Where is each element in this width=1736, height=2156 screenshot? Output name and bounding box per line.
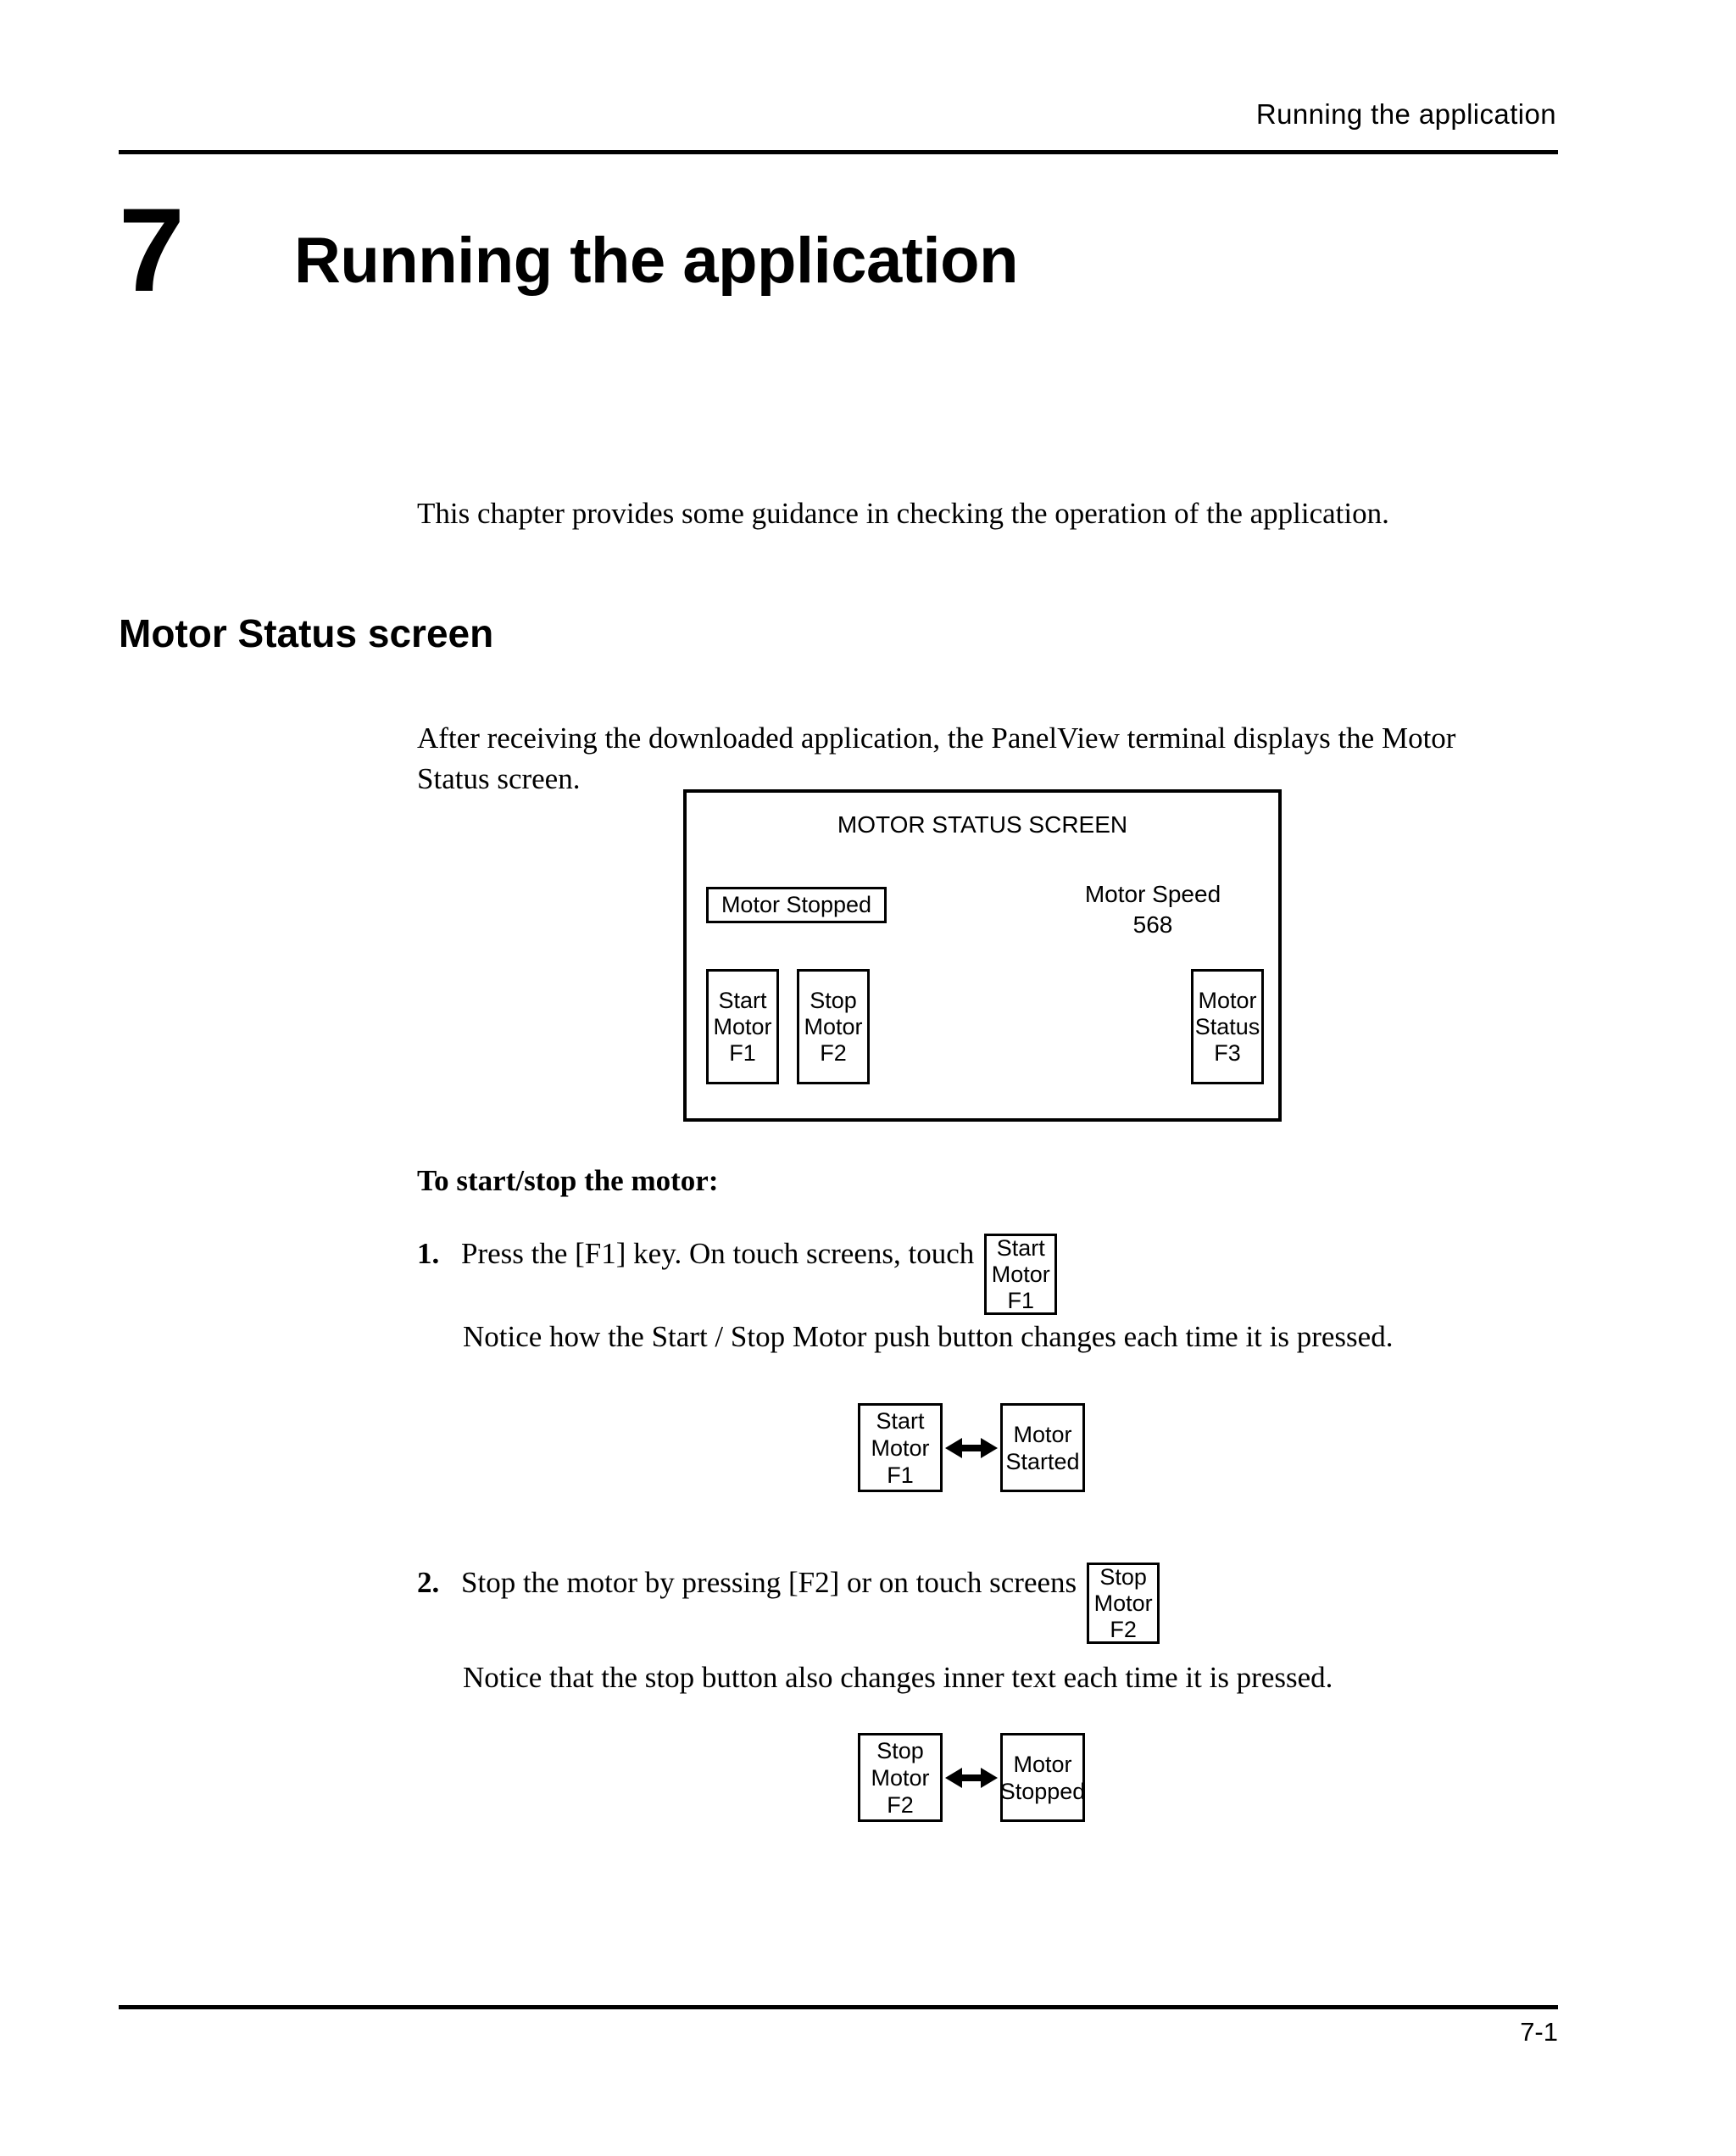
toggle-box-start-motor-f1-line1: Start xyxy=(876,1407,925,1434)
chapter-heading: 7 Running the application xyxy=(119,191,1560,318)
double-headed-arrow-icon xyxy=(943,1435,1000,1461)
procedure-step-1: 1. Press the [F1] key. On touch screens,… xyxy=(417,1234,1058,1315)
section-heading-motor-status-screen: Motor Status screen xyxy=(119,611,494,656)
toggle-box-stop-motor-f2-line2: Motor xyxy=(871,1764,930,1791)
chapter-intro-paragraph: This chapter provides some guidance in c… xyxy=(417,497,1389,530)
toggle-box-motor-started: Motor Started xyxy=(1000,1403,1085,1492)
inline-key-stop-motor-f2-line1: Stop xyxy=(1099,1563,1147,1590)
panel-button-stop-motor-line2: Motor xyxy=(804,1013,863,1039)
running-head-text: Running the application xyxy=(1255,98,1556,130)
footer-divider xyxy=(119,2005,1558,2009)
double-headed-arrow-icon xyxy=(943,1765,1000,1791)
motor-speed-readout: Motor Speed 568 xyxy=(1051,879,1255,940)
chapter-number: 7 xyxy=(119,183,185,316)
inline-key-start-motor-f1-line2: Motor xyxy=(991,1261,1050,1287)
panel-button-start-motor-line3: F1 xyxy=(729,1039,756,1066)
panel-button-stop-motor-line1: Stop xyxy=(810,987,857,1013)
procedure-step-1-number: 1. xyxy=(417,1237,440,1270)
toggle-box-motor-started-line2: Started xyxy=(1005,1448,1080,1474)
toggle-box-start-motor-f1-line3: F1 xyxy=(887,1462,914,1488)
inline-key-stop-motor-f2-line3: F2 xyxy=(1110,1616,1137,1642)
panel-button-motor-status-line1: Motor xyxy=(1198,987,1257,1013)
panel-button-motor-status-line2: Status xyxy=(1194,1013,1260,1039)
motor-status-indicator: Motor Stopped xyxy=(706,887,887,923)
procedure-step-2-note: Notice that the stop button also changes… xyxy=(463,1661,1333,1694)
motor-status-screen-figure: MOTOR STATUS SCREEN Motor Stopped Motor … xyxy=(683,789,1282,1122)
inline-key-start-motor-f1-line3: F1 xyxy=(1007,1287,1034,1313)
procedure-heading: To start/stop the motor: xyxy=(417,1164,719,1197)
panel-screen-title: MOTOR STATUS SCREEN xyxy=(837,811,1128,838)
section-paragraph: After receiving the downloaded applicati… xyxy=(417,721,1456,795)
motor-status-indicator-label: Motor Stopped xyxy=(721,892,872,917)
panel-button-motor-status[interactable]: Motor Status F3 xyxy=(1191,969,1264,1084)
motor-speed-value: 568 xyxy=(1132,911,1173,938)
inline-key-stop-motor-f2-line2: Motor xyxy=(1093,1590,1153,1616)
toggle-box-stop-motor-f2-line3: F2 xyxy=(887,1791,914,1818)
inline-key-start-motor-f1[interactable]: Start Motor F1 xyxy=(984,1234,1058,1315)
chapter-title: Running the application xyxy=(294,225,1019,297)
panel-button-stop-motor[interactable]: Stop Motor F2 xyxy=(797,969,870,1084)
inline-key-stop-motor-f2[interactable]: Stop Motor F2 xyxy=(1087,1563,1160,1644)
toggle-box-stop-motor-f2-line1: Stop xyxy=(876,1737,924,1763)
toggle-box-motor-stopped-line2: Stopped xyxy=(999,1778,1086,1804)
page-header: Running the application xyxy=(119,100,1556,128)
page-number: 7-1 xyxy=(1520,2017,1558,2047)
toggle-box-start-motor-f1-line2: Motor xyxy=(871,1435,930,1461)
start-motor-toggle-diagram: Start Motor F1 Motor Started xyxy=(858,1403,1085,1492)
panel-button-motor-status-line3: F3 xyxy=(1214,1039,1241,1066)
panel-button-start-motor[interactable]: Start Motor F1 xyxy=(706,969,779,1084)
toggle-box-start-motor-f1: Start Motor F1 xyxy=(858,1403,943,1492)
panel-button-start-motor-line1: Start xyxy=(718,987,767,1013)
inline-key-start-motor-f1-line1: Start xyxy=(996,1234,1045,1261)
toggle-box-stop-motor-f2: Stop Motor F2 xyxy=(858,1733,943,1822)
procedure-step-2-text: Stop the motor by pressing [F2] or on to… xyxy=(461,1566,1077,1599)
header-divider xyxy=(119,150,1558,154)
panel-button-start-motor-line2: Motor xyxy=(713,1013,772,1039)
stop-motor-toggle-diagram: Stop Motor F2 Motor Stopped xyxy=(858,1733,1085,1822)
procedure-step-2-number: 2. xyxy=(417,1566,440,1599)
motor-speed-label: Motor Speed xyxy=(1084,881,1221,907)
procedure-step-2: 2. Stop the motor by pressing [F2] or on… xyxy=(417,1563,1160,1644)
procedure-step-1-text: Press the [F1] key. On touch screens, to… xyxy=(461,1237,975,1270)
toggle-box-motor-stopped: Motor Stopped xyxy=(1000,1733,1085,1822)
procedure-step-1-note: Notice how the Start / Stop Motor push b… xyxy=(463,1320,1394,1353)
toggle-box-motor-started-line1: Motor xyxy=(1013,1421,1072,1447)
panel-button-stop-motor-line3: F2 xyxy=(820,1039,847,1066)
toggle-box-motor-stopped-line1: Motor xyxy=(1013,1751,1072,1777)
